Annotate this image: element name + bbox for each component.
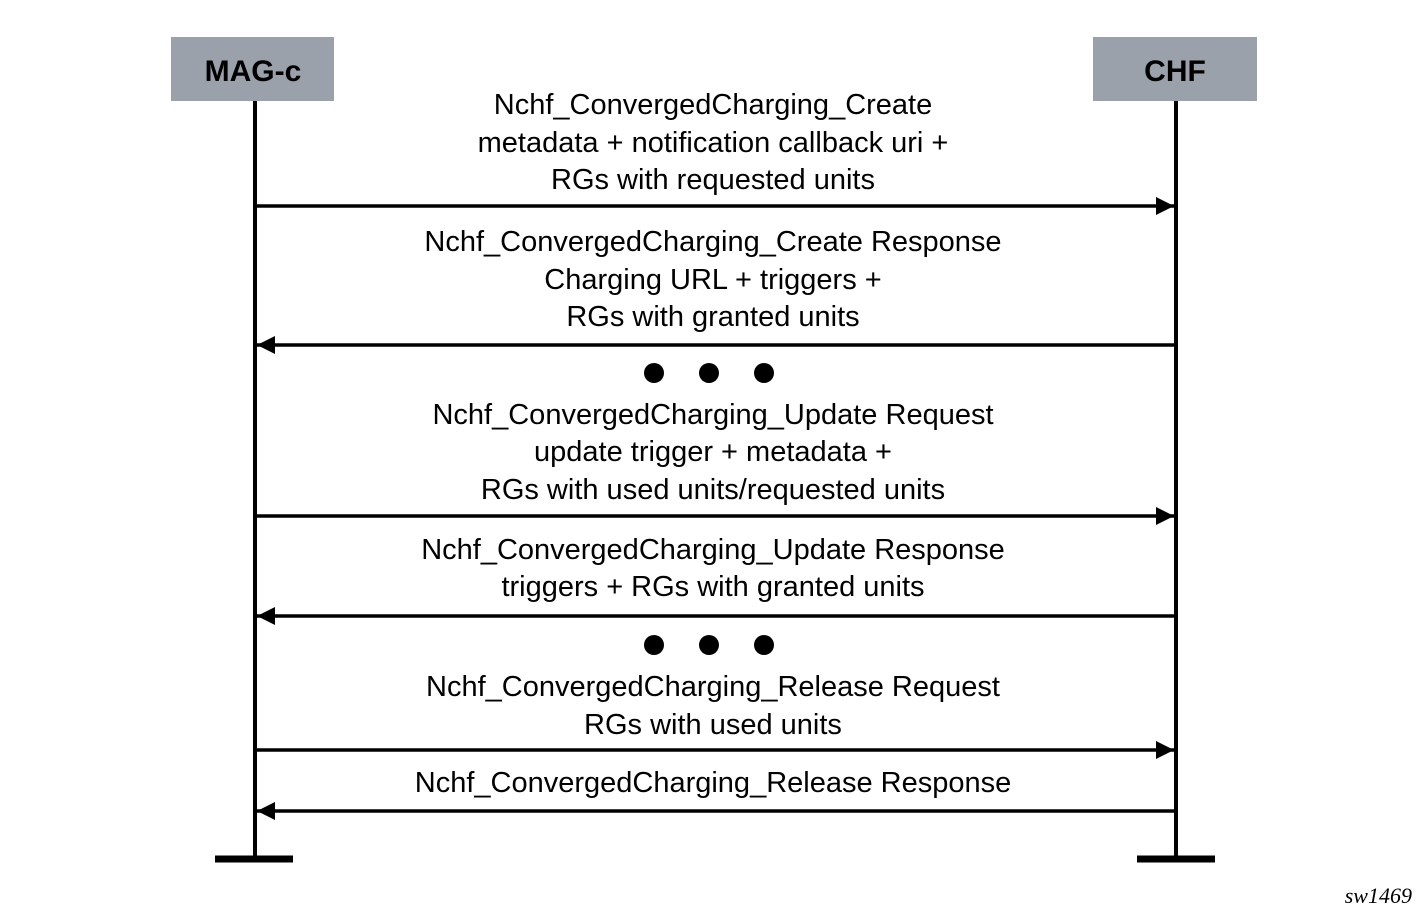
message-label-line: metadata + notification callback uri + xyxy=(478,127,949,159)
message-release-response: Nchf_ConvergedCharging_Release Response xyxy=(257,767,1174,821)
message-label-line: Nchf_ConvergedCharging_Update Response xyxy=(421,534,1005,566)
message-label-line: Charging URL + triggers + xyxy=(544,264,881,296)
message-label-line: RGs with used units/requested units xyxy=(481,474,945,506)
message-label-line: RGs with requested units xyxy=(551,164,875,196)
ellipsis-dot xyxy=(754,363,774,383)
participant-mag-c-label: MAG-c xyxy=(205,55,302,88)
message-label-line: Nchf_ConvergedCharging_Create Response xyxy=(424,226,1001,258)
message-update-response: Nchf_ConvergedCharging_Update Response t… xyxy=(257,534,1174,626)
ellipsis-dot xyxy=(699,363,719,383)
message-label-line: update trigger + metadata + xyxy=(534,436,892,468)
participant-chf-label: CHF xyxy=(1144,55,1206,88)
participant-mag-c: MAG-c xyxy=(171,37,334,101)
message-label-line: RGs with used units xyxy=(584,709,842,741)
message-label-line: Nchf_ConvergedCharging_Release Response xyxy=(415,767,1011,799)
message-label-line: triggers + RGs with granted units xyxy=(501,571,924,603)
message-create-response: Nchf_ConvergedCharging_Create Response C… xyxy=(257,226,1174,355)
figure-reference: sw1469 xyxy=(1345,883,1412,908)
ellipsis-dot xyxy=(754,635,774,655)
ellipsis-dot xyxy=(644,363,664,383)
message-label-line: Nchf_ConvergedCharging_Update Request xyxy=(432,399,993,431)
message-label-line: Nchf_ConvergedCharging_Release Request xyxy=(426,671,1000,703)
participant-chf: CHF xyxy=(1093,37,1257,101)
ellipsis-dots xyxy=(644,635,774,655)
message-create-request: Nchf_ConvergedCharging_Create metadata +… xyxy=(257,89,1174,216)
ellipsis-dot xyxy=(644,635,664,655)
message-label-line: RGs with granted units xyxy=(566,301,859,333)
participant-chf-box xyxy=(1093,37,1257,101)
ellipsis-dot xyxy=(699,635,719,655)
ellipsis-dots xyxy=(644,363,774,383)
message-label-line: Nchf_ConvergedCharging_Create xyxy=(494,89,932,121)
message-update-request: Nchf_ConvergedCharging_Update Request up… xyxy=(257,399,1174,526)
message-release-request: Nchf_ConvergedCharging_Release Request R… xyxy=(257,671,1174,760)
participant-mag-c-box xyxy=(171,37,334,101)
